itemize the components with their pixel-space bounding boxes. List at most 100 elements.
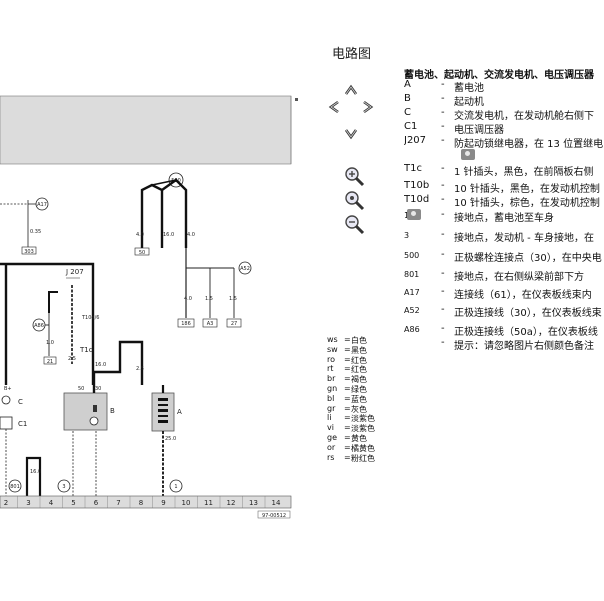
wire-label-a52-2: 1.5 xyxy=(205,296,213,302)
legend-row: C-交流发电机，在发动机舱右侧下 xyxy=(404,107,604,122)
nav-up-icon[interactable] xyxy=(344,84,358,98)
wire-color-equals: = xyxy=(344,442,351,452)
legend-title: 蓄电池、起动机、交流发电机、电压调压器 xyxy=(404,70,594,81)
wire-color-name: 橘黄色 xyxy=(351,443,375,453)
legend-description: 1 针插头，黑色，在前隔板右侧 xyxy=(454,167,594,178)
wire-color-equals: = xyxy=(344,393,351,403)
wire-color-code: rs xyxy=(327,452,335,462)
legend-description: 防起动锁继电器，在 13 位置继电 xyxy=(454,139,604,150)
wire-label-b50: 2.5 xyxy=(136,366,144,372)
legend-description: 起动机 xyxy=(454,97,484,108)
wire-label-l2: 16.0 xyxy=(163,232,174,238)
wire-color-code: li xyxy=(327,413,332,423)
wire-color-name: 黄色 xyxy=(351,434,367,443)
starter-motor-symbol xyxy=(89,416,99,426)
legend-row: J207-防起动锁继电器，在 13 位置继电 xyxy=(404,135,604,160)
box-27 xyxy=(226,318,242,328)
wire-color-name: 蓝色 xyxy=(351,394,367,404)
wire-label-a17: 0.35 xyxy=(30,229,41,235)
box-186-label: 186 xyxy=(181,321,191,327)
camera-icon[interactable] xyxy=(407,209,421,220)
legend-code: C xyxy=(404,107,411,118)
track-number: 8 xyxy=(139,499,143,507)
wire-label-a-neg: 25.0 xyxy=(165,436,176,442)
box-50-label: 50 xyxy=(139,250,145,256)
legend-description: 10 针插头，黑色，在发动机控制 xyxy=(454,184,600,195)
box-303-label: 303 xyxy=(24,249,34,255)
legend-row: A17 -连接线（61），在仪表板线束内 xyxy=(404,286,604,301)
nav-right-icon[interactable] xyxy=(360,100,374,114)
box-a3-label: A3 xyxy=(207,321,214,327)
wire-color-name: 红色 xyxy=(351,355,367,365)
zoom-fit-icon[interactable] xyxy=(343,189,365,211)
generator-c-label: C xyxy=(18,398,23,406)
generator-c1-label: C1 xyxy=(18,420,27,428)
legend-dash: - xyxy=(441,135,445,146)
legend-description: 正极连接线（30），在仪表板线束 xyxy=(454,308,602,319)
wire-color-code: ro xyxy=(327,354,336,364)
legend-row: -提示：请忽略图片右侧颜色备注 xyxy=(404,337,604,352)
legend-dash: - xyxy=(441,229,445,240)
box-27-label: 27 xyxy=(231,321,237,327)
camera-icon[interactable] xyxy=(461,149,475,160)
wire-color-name: 绿色 xyxy=(351,385,367,394)
track-number: 3 xyxy=(26,499,30,507)
nav-left-icon[interactable] xyxy=(328,100,342,114)
nav-down-icon[interactable] xyxy=(344,126,358,140)
pin-b-plus-label: B+ xyxy=(4,386,12,392)
wire-label-l3: 4.0 xyxy=(187,232,195,238)
legend-description: 正极连接线（50a），在仪表板线 xyxy=(454,327,598,338)
legend-dash: - xyxy=(441,304,445,315)
box-186 xyxy=(177,318,195,328)
wire-color-name: 淡紫色 xyxy=(351,414,375,424)
legend-code: A86 xyxy=(404,325,420,334)
track-number: 4 xyxy=(49,499,54,507)
node-801-label: 801 xyxy=(10,484,20,490)
legend-dash: - xyxy=(441,79,445,90)
box-303 xyxy=(21,246,37,255)
starter-b-label: B xyxy=(110,407,115,415)
track-number: 14 xyxy=(272,499,281,507)
legend-row: T1c-1 针插头，黑色，在前隔板右侧 xyxy=(404,163,604,178)
track-number: 5 xyxy=(71,499,75,507)
wire-color-equals: = xyxy=(344,354,351,364)
wire-color-equals: = xyxy=(344,374,351,384)
node-a52 xyxy=(238,261,252,275)
wire-color-equals: = xyxy=(344,433,351,442)
legend-row: 3-接地点，发动机 - 车身接地，在 xyxy=(404,229,604,244)
legend-description: 接地点，发动机 - 车身接地，在 xyxy=(454,233,594,244)
wire-color-name: 灰色 xyxy=(351,404,367,414)
wire-label-801: 16.0 xyxy=(30,469,41,475)
wire-color-equals: = xyxy=(344,335,351,344)
zoom-out-icon[interactable] xyxy=(343,213,365,235)
legend-dash: - xyxy=(441,209,445,220)
legend-description: 连接线（61），在仪表板线束内 xyxy=(454,290,592,301)
legend-code: A17 xyxy=(404,288,420,297)
wire-color-code: bl xyxy=(327,393,335,403)
wire-color-name: 淡紫色 xyxy=(351,424,375,434)
wire-color-equals: = xyxy=(344,413,351,423)
wire-label-a52-1: 4.0 xyxy=(184,296,192,302)
pin-t10d-label: T10d/6 xyxy=(81,315,99,321)
legend-row: 1-接地点，蓄电池至车身 xyxy=(404,209,604,224)
legend-row: A86-正极连接线（50a），在仪表板线 xyxy=(404,323,604,338)
node-3 xyxy=(57,479,71,493)
starter-b xyxy=(63,392,108,431)
wire-color-name: 红色 xyxy=(351,365,367,375)
legend-dash: - xyxy=(441,337,445,348)
zoom-in-icon[interactable] xyxy=(343,165,365,187)
legend-dash: - xyxy=(441,107,445,118)
legend-description: 提示：请忽略图片右侧颜色备注 xyxy=(454,341,594,352)
diagram-header-band xyxy=(0,95,292,165)
legend-dash: - xyxy=(441,286,445,297)
track-number: 12 xyxy=(227,499,236,507)
wire-color-equals: = xyxy=(344,452,351,462)
battery-a-label: A xyxy=(177,408,182,416)
wire-color-equals: = xyxy=(344,344,351,354)
wire-color-code: br xyxy=(327,374,336,384)
legend-description: 电压调压器 xyxy=(454,125,504,136)
legend-row: 500-正极螺栓连接点（30），在中央电 xyxy=(404,249,604,264)
wire-color-code: or xyxy=(327,442,336,452)
generator-c xyxy=(1,395,11,405)
